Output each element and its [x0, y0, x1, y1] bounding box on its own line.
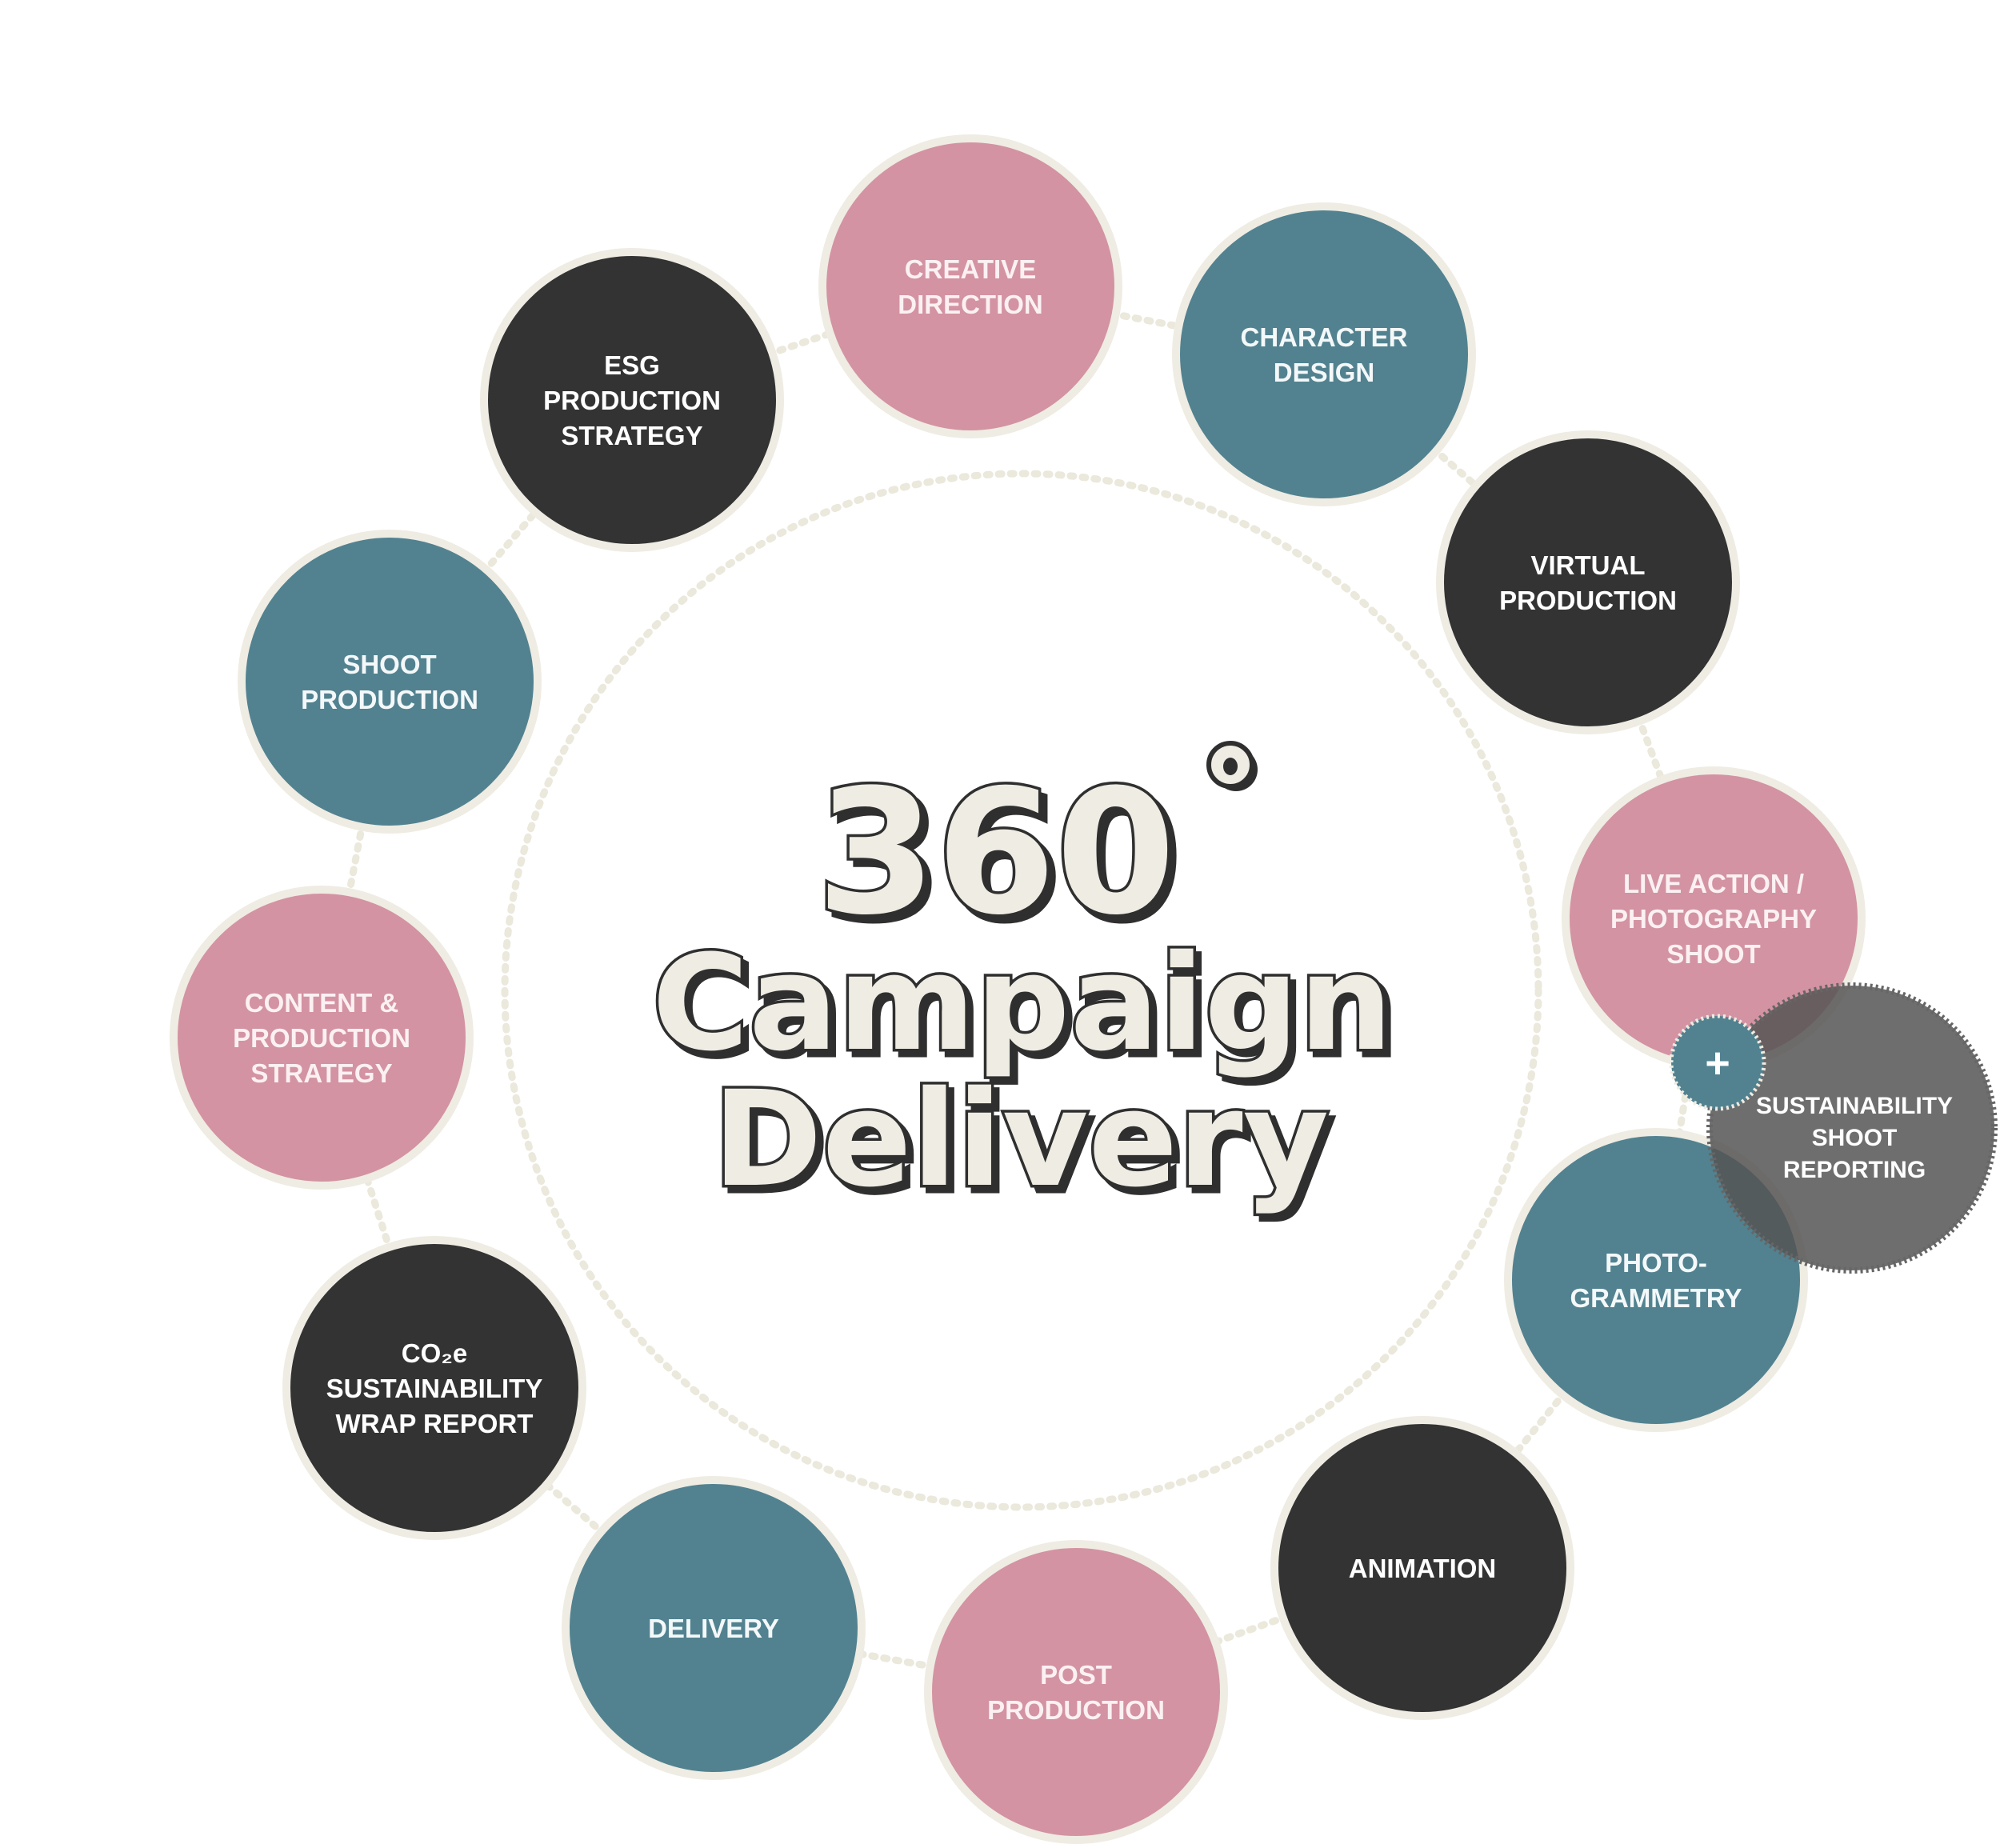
stage-label-line: SHOOT: [1666, 939, 1760, 969]
stage-label-line: VIRTUAL: [1531, 550, 1646, 580]
stage-node-post-production: POST PRODUCTION: [924, 1540, 1228, 1844]
stage-label-line: CONTENT &: [245, 988, 399, 1018]
addon-label-line: SHOOT: [1812, 1125, 1898, 1151]
stage-node-character-design: CHARACTER DESIGN: [1172, 202, 1476, 506]
title-line2-shadow: Delivery: [718, 1068, 1334, 1222]
stage-label-line: CHARACTER: [1241, 322, 1408, 352]
stage-label-line: CREATIVE: [905, 254, 1036, 284]
stage-label-line: DIRECTION: [898, 290, 1043, 319]
stage-circle: [1436, 430, 1740, 734]
plus-icon: +: [1705, 1039, 1730, 1087]
sustainability-shoot-reporting-label: SUSTAINABILITY SHOOT REPORTING: [1756, 1093, 1953, 1183]
stage-label-line: SUSTAINABILITY: [326, 1374, 543, 1403]
stage-label-line: PRODUCTION: [987, 1695, 1165, 1725]
stage-label: CREATIVE DIRECTION: [898, 254, 1043, 319]
stage-label: ESG PRODUCTION STRATEGY: [543, 350, 721, 450]
stage-label-line: LIVE ACTION /: [1623, 869, 1804, 898]
stage-label-line: DELIVERY: [648, 1614, 779, 1643]
stage-node-live-action-photography-shoot: LIVE ACTION / PHOTOGRAPHY SHOOT: [1562, 766, 1866, 1070]
stage-circle: [1172, 202, 1476, 506]
central-title: 360 360 Campaign Campaign Delivery Deliv…: [650, 741, 1401, 1225]
sustainability-addon: SUSTAINABILITY SHOOT REPORTING +: [1669, 982, 1998, 1274]
stage-label-line: POST: [1040, 1660, 1112, 1690]
stage-node-creative-direction: CREATIVE DIRECTION: [818, 134, 1122, 438]
sustainability-shoot-reporting-circle: [1706, 982, 1998, 1274]
stage-label-line: ESG: [604, 350, 660, 380]
stage-label: VIRTUAL PRODUCTION: [1499, 550, 1677, 615]
stage-label-line: DESIGN: [1274, 358, 1375, 387]
stage-node-delivery: DELIVERY: [562, 1476, 866, 1780]
stage-node-virtual-production: VIRTUAL PRODUCTION: [1436, 430, 1740, 734]
stage-label: PHOTO- GRAMMETRY: [1570, 1248, 1742, 1313]
stage-label-line: SHOOT: [342, 650, 436, 679]
stage-label-line: CO₂e: [402, 1338, 468, 1368]
stage-node-content-production-strategy: CONTENT & PRODUCTION STRATEGY: [170, 886, 474, 1190]
stage-node-shoot-production: SHOOT PRODUCTION: [238, 530, 542, 834]
stage-label: LIVE ACTION / PHOTOGRAPHY SHOOT: [1610, 869, 1817, 969]
stage-circle: [1270, 1416, 1574, 1720]
stage-label-line: PRODUCTION: [1499, 586, 1677, 615]
stage-nodes: CREATIVE DIRECTION CHARACTER DESIGN VIRTUAL P…: [170, 134, 1866, 1844]
stage-label-line: GRAMMETRY: [1570, 1283, 1742, 1313]
stage-node-esg-production-strategy: ESG PRODUCTION STRATEGY: [480, 248, 784, 552]
stage-label-line: PHOTOGRAPHY: [1610, 904, 1817, 934]
stage-label: DELIVERY: [648, 1614, 779, 1643]
stage-label: SHOOT PRODUCTION: [301, 650, 478, 714]
stage-label-line: WRAP REPORT: [336, 1409, 534, 1438]
stage-circle: [282, 1236, 586, 1540]
stage-circle: [562, 1476, 866, 1780]
stage-node-animation: ANIMATION: [1270, 1416, 1574, 1720]
addon-label-line: SUSTAINABILITY: [1756, 1093, 1953, 1119]
title-line1-shadow: Campaign: [658, 932, 1398, 1086]
title-number: 360: [817, 752, 1176, 953]
inner-dotted-ring: [501, 470, 1542, 1511]
stage-circle: [924, 1540, 1228, 1844]
stage-label: CHARACTER DESIGN: [1241, 322, 1408, 387]
stage-circle: [238, 530, 542, 834]
plus-badge: [1669, 1014, 1766, 1111]
stage-circle: [818, 134, 1122, 438]
stage-label-line: PRODUCTION: [301, 685, 478, 714]
stage-label-line: STRATEGY: [561, 421, 702, 450]
title-line1: Campaign: [652, 926, 1393, 1080]
stage-circle: [480, 248, 784, 552]
stage-circle: [170, 886, 474, 1190]
stage-label-line: ANIMATION: [1349, 1554, 1497, 1583]
stage-label-line: PRODUCTION: [233, 1023, 410, 1053]
addon-label-line: REPORTING: [1783, 1157, 1926, 1183]
stage-label-line: PRODUCTION: [543, 386, 721, 415]
title-line2: Delivery: [713, 1062, 1329, 1216]
stage-label: ANIMATION: [1349, 1554, 1497, 1583]
stage-label-line: PHOTO-: [1605, 1248, 1707, 1278]
stage-label: CONTENT & PRODUCTION STRATEGY: [233, 988, 410, 1088]
title-number-shadow: 360: [823, 758, 1182, 959]
stage-label: POST PRODUCTION: [987, 1660, 1165, 1725]
stage-label-line: STRATEGY: [250, 1058, 392, 1088]
degree-icon: [1206, 741, 1258, 791]
